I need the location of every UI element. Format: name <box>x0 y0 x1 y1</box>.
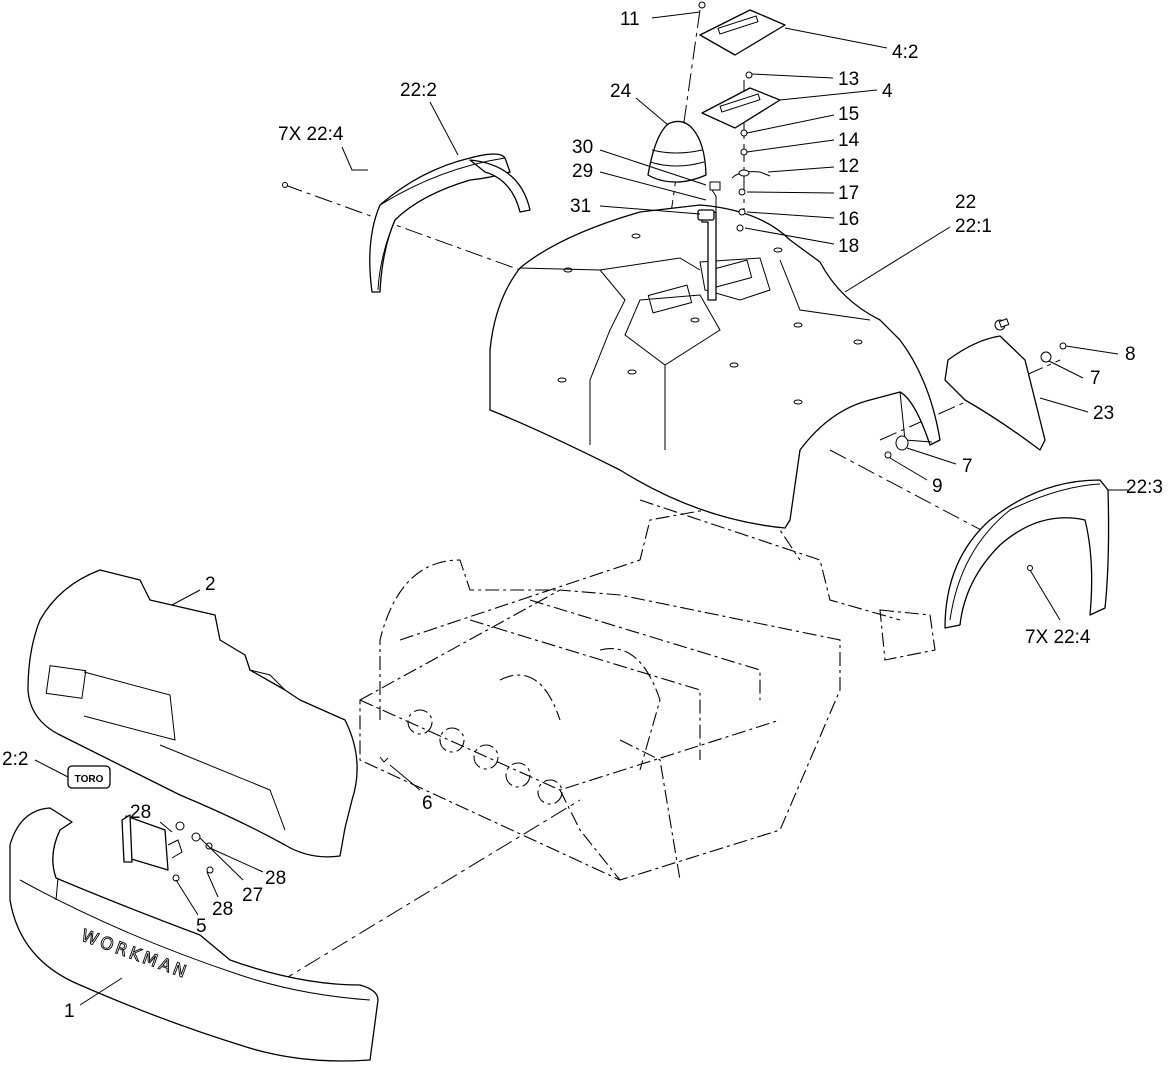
callout-24: 24 <box>610 81 632 102</box>
front-grille-2 <box>27 569 358 858</box>
headlight-5 <box>121 814 214 882</box>
hood-cowl-22 <box>489 204 941 529</box>
callout-13: 13 <box>838 69 859 90</box>
front-bumper-1: WORKMAN <box>9 807 379 1062</box>
callout-2-2: 2:2 <box>2 749 28 770</box>
callout-28b: 28 <box>265 868 286 889</box>
callout-22-2: 22:2 <box>400 80 437 101</box>
callout-27: 27 <box>242 885 263 906</box>
fender-flare-22-3 <box>944 479 1110 629</box>
callout-30: 30 <box>572 137 593 158</box>
callout-7b: 7 <box>962 456 973 477</box>
callout-29: 29 <box>572 161 593 182</box>
callout-22: 22 <box>955 192 976 213</box>
toro-badge: TORO <box>67 765 111 789</box>
callout-23: 23 <box>1093 403 1114 424</box>
callout-28a: 28 <box>130 802 151 823</box>
rear-hardware <box>282 182 1033 763</box>
callout-12: 12 <box>838 156 859 177</box>
callout-11: 11 <box>620 9 640 30</box>
callout-5: 5 <box>196 916 207 937</box>
callout-1: 1 <box>64 1001 75 1022</box>
callout-7a: 7 <box>1090 368 1101 389</box>
stack-hardware <box>736 129 750 232</box>
callout-15: 15 <box>838 104 859 125</box>
callout-17: 17 <box>838 183 859 204</box>
callout-7x-22-4-top: 7X 22:4 <box>278 124 344 145</box>
leader-lines <box>34 11 1128 1006</box>
chassis-frame <box>359 469 936 881</box>
callout-2: 2 <box>205 574 216 595</box>
panel-23 <box>944 318 1067 451</box>
shift-boot-24 <box>647 120 707 183</box>
callout-14: 14 <box>838 130 860 151</box>
callout-7x-22-4-bottom: 7X 22:4 <box>1025 627 1091 648</box>
callout-4: 4 <box>882 81 893 102</box>
callout-6: 6 <box>422 793 433 814</box>
callout-22-3: 22:3 <box>1126 477 1163 498</box>
callout-8: 8 <box>1125 344 1136 365</box>
badge-text: TORO <box>75 774 104 785</box>
callout-31: 31 <box>570 196 591 217</box>
callout-22-1: 22:1 <box>955 216 992 237</box>
plate-4-2 <box>698 1 786 56</box>
fender-flare-22-2 <box>369 153 531 293</box>
callout-28c: 28 <box>212 899 233 920</box>
callout-labels: 11 4:2 13 4 24 15 14 30 12 29 17 31 16 1… <box>2 9 1163 1022</box>
callout-16: 16 <box>838 209 859 230</box>
callout-9: 9 <box>932 476 943 497</box>
callout-4-2: 4:2 <box>892 42 918 63</box>
shift-linkage <box>697 171 771 301</box>
alignment-lines <box>249 9 1061 1001</box>
plate-4 <box>701 71 781 129</box>
callout-18: 18 <box>838 236 859 257</box>
